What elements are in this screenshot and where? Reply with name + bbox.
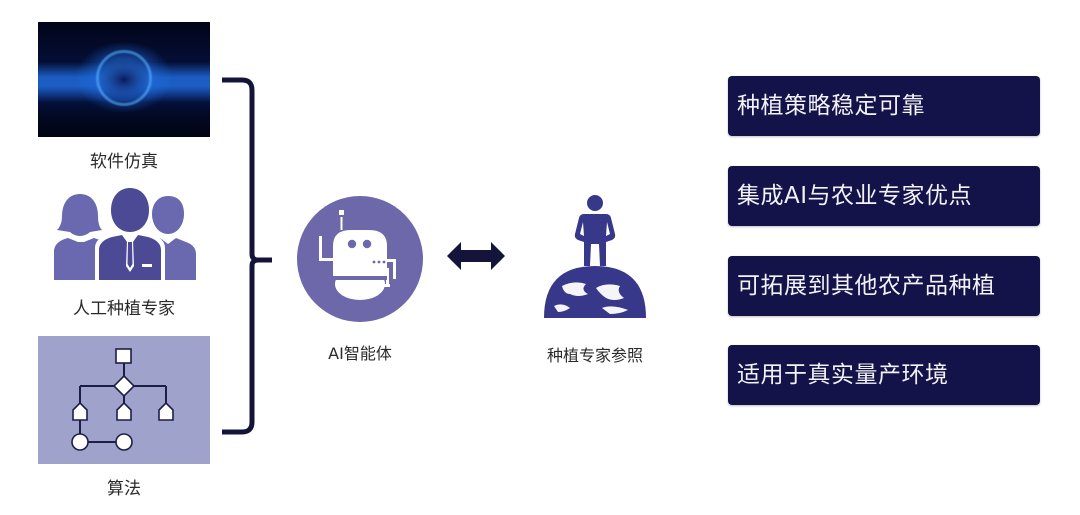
person-on-globe-icon	[544, 195, 646, 318]
reference-label: 种植专家参照	[546, 346, 643, 365]
result-box-real-production: 适用于真实量产环境	[728, 345, 1040, 405]
human-experts-icon	[54, 188, 196, 280]
result-box-stable-strategy: 种植策略稳定可靠	[728, 76, 1040, 136]
software-simulation-image	[38, 22, 210, 137]
result-text: 种植策略稳定可靠	[737, 93, 925, 119]
robot-icon	[297, 196, 423, 322]
result-box-extendable: 可拓展到其他农产品种植	[728, 256, 1040, 316]
input-label-software-simulation: 软件仿真	[90, 152, 158, 172]
result-text: 适用于真实量产环境	[737, 362, 949, 388]
curly-brace-bracket	[222, 77, 272, 435]
simulation-ring-decoration	[96, 50, 152, 106]
result-text: 集成AI与农业专家优点	[737, 183, 973, 209]
algorithm-flowchart-icon	[38, 336, 210, 464]
input-label-algorithm: 算法	[107, 479, 141, 499]
result-text: 可拓展到其他农产品种植	[737, 273, 996, 299]
agent-label: AI智能体	[328, 344, 392, 363]
result-box-integrate-ai: 集成AI与农业专家优点	[728, 166, 1040, 226]
double-arrow-icon	[447, 242, 505, 270]
input-label-human-experts: 人工种植专家	[73, 299, 175, 319]
